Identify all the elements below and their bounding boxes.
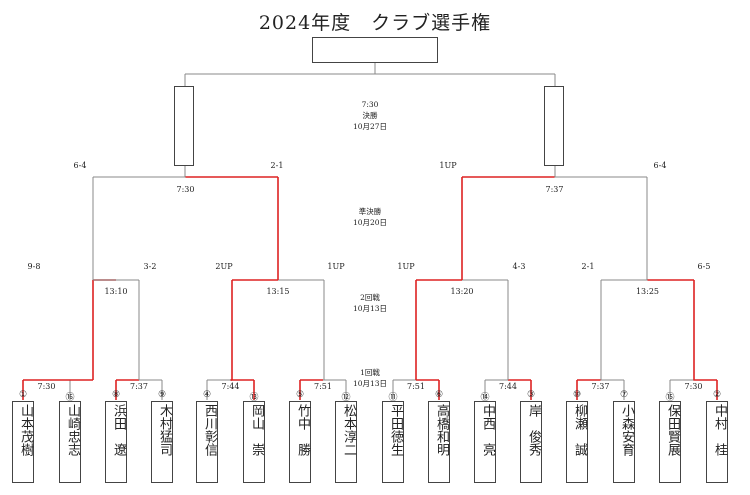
player-box: 平田徳生	[382, 401, 404, 483]
player-name: 高橋和明	[434, 404, 449, 456]
final-date: 10月27日	[352, 122, 388, 131]
r1-time-3: 7:51	[314, 382, 332, 391]
qf-score-b-3: 6-5	[697, 262, 711, 271]
player-name: 松本淳二	[341, 404, 356, 456]
player-seed: ⑨	[157, 390, 167, 400]
page-title: 2024年度 クラブ選手権	[258, 12, 492, 34]
qf-score-a-0: 9-8	[27, 262, 41, 271]
semifinal-round-label: 準決勝 10月20日	[353, 206, 387, 228]
qf-score-a-3: 2-1	[581, 262, 595, 271]
r1-time-2: 7:44	[221, 382, 240, 391]
player-name: 小森安育	[619, 404, 634, 456]
qf-score-b-0: 3-2	[143, 262, 157, 271]
qf-score-b-2: 4-3	[512, 262, 526, 271]
player-seed: ⑮	[665, 393, 675, 403]
player-box: 岸 俊秀	[520, 401, 542, 483]
sf-score-a-0: 6-4	[73, 161, 87, 170]
player-name: 岡山 崇	[249, 404, 264, 456]
sf-time-0: 7:30	[176, 185, 195, 194]
player-box: 中西 亮	[474, 401, 496, 483]
player-seed: ⑪	[388, 393, 398, 403]
player-name: 保田賢展	[665, 404, 680, 456]
semifinal-date: 10月20日	[352, 218, 388, 227]
player-name: 浜田 遼	[111, 404, 126, 456]
player-box: 岡山 崇	[243, 401, 265, 483]
r1-time-6: 7:37	[591, 382, 610, 391]
player-seed: ⑬	[249, 393, 259, 403]
r1-time-4: 7:51	[407, 382, 425, 391]
finalist-box-right	[544, 86, 564, 166]
player-seed: ⑩	[572, 390, 582, 400]
r1-time-1: 7:37	[130, 382, 148, 391]
player-name: 西川彰信	[202, 404, 217, 456]
player-name: 山本茂樹	[18, 404, 33, 456]
player-name: 岸 俊秀	[526, 404, 541, 456]
player-name: 中西 亮	[480, 404, 495, 456]
sf-time-1: 7:37	[545, 185, 564, 194]
player-box: 小森安育	[613, 401, 635, 483]
player-box: 木村猛司	[151, 401, 173, 483]
qf-time-3: 13:25	[635, 287, 660, 296]
first-round-date: 10月13日	[352, 379, 388, 388]
player-seed: ⑥	[434, 390, 444, 400]
second-round-name: 2回戦	[360, 293, 380, 302]
qf-time-1: 13:15	[266, 287, 290, 296]
qf-score-b-1: 1UP	[327, 262, 345, 271]
player-seed: ⑫	[341, 393, 351, 403]
player-name: 山崎忠志	[65, 404, 80, 456]
r1-time-5: 7:44	[499, 382, 517, 391]
player-box: 松本淳二	[335, 401, 357, 483]
qf-score-a-2: 1UP	[397, 262, 415, 271]
player-box: 浜田 遼	[105, 401, 127, 483]
player-seed: ⑯	[65, 393, 75, 403]
sf-score-b-1: 6-4	[653, 161, 667, 170]
player-seed: ③	[526, 390, 536, 400]
player-name: 平田徳生	[388, 404, 403, 456]
player-seed: ⑤	[295, 390, 305, 400]
player-seed: ②	[712, 390, 722, 400]
player-seed: ⑦	[619, 390, 629, 400]
sf-score-b-0: 2-1	[270, 161, 284, 170]
first-round-name: 1回戦	[360, 368, 380, 377]
player-box: 山崎忠志	[59, 401, 81, 483]
player-box: 山本茂樹	[12, 401, 34, 483]
second-round-date: 10月13日	[352, 304, 388, 313]
qf-score-a-1: 2UP	[215, 262, 233, 271]
player-name: 中村 桂	[712, 404, 727, 456]
player-name: 柳瀬 誠	[572, 404, 587, 456]
player-box: 中村 桂	[706, 401, 728, 483]
r1-time-7: 7:30	[684, 382, 703, 391]
final-name: 決勝	[362, 111, 378, 120]
player-seed: ⑭	[480, 393, 490, 403]
player-seed: ⑧	[111, 390, 121, 400]
player-box: 高橋和明	[428, 401, 450, 483]
qf-time-0: 13:10	[104, 287, 128, 296]
second-round-label: 2回戦 10月13日	[353, 292, 387, 314]
final-round-label: 7:30 決勝 10月27日	[353, 99, 387, 132]
player-box: 西川彰信	[196, 401, 218, 483]
first-round-label: 1回戦 10月13日	[353, 367, 387, 389]
r1-time-0: 7:30	[37, 382, 56, 391]
player-box: 保田賢展	[659, 401, 681, 483]
qf-time-2: 13:20	[450, 287, 474, 296]
player-name: 竹中 勝	[295, 404, 310, 456]
player-name: 木村猛司	[157, 404, 172, 456]
sf-score-a-1: 1UP	[439, 161, 457, 170]
player-box: 竹中 勝	[289, 401, 311, 483]
final-time: 7:30	[361, 100, 379, 109]
player-seed: ④	[202, 390, 212, 400]
champion-box	[312, 37, 438, 63]
player-seed: ①	[18, 390, 28, 400]
player-box: 柳瀬 誠	[566, 401, 588, 483]
finalist-box-left	[174, 86, 194, 166]
semifinal-name: 準決勝	[358, 207, 382, 216]
